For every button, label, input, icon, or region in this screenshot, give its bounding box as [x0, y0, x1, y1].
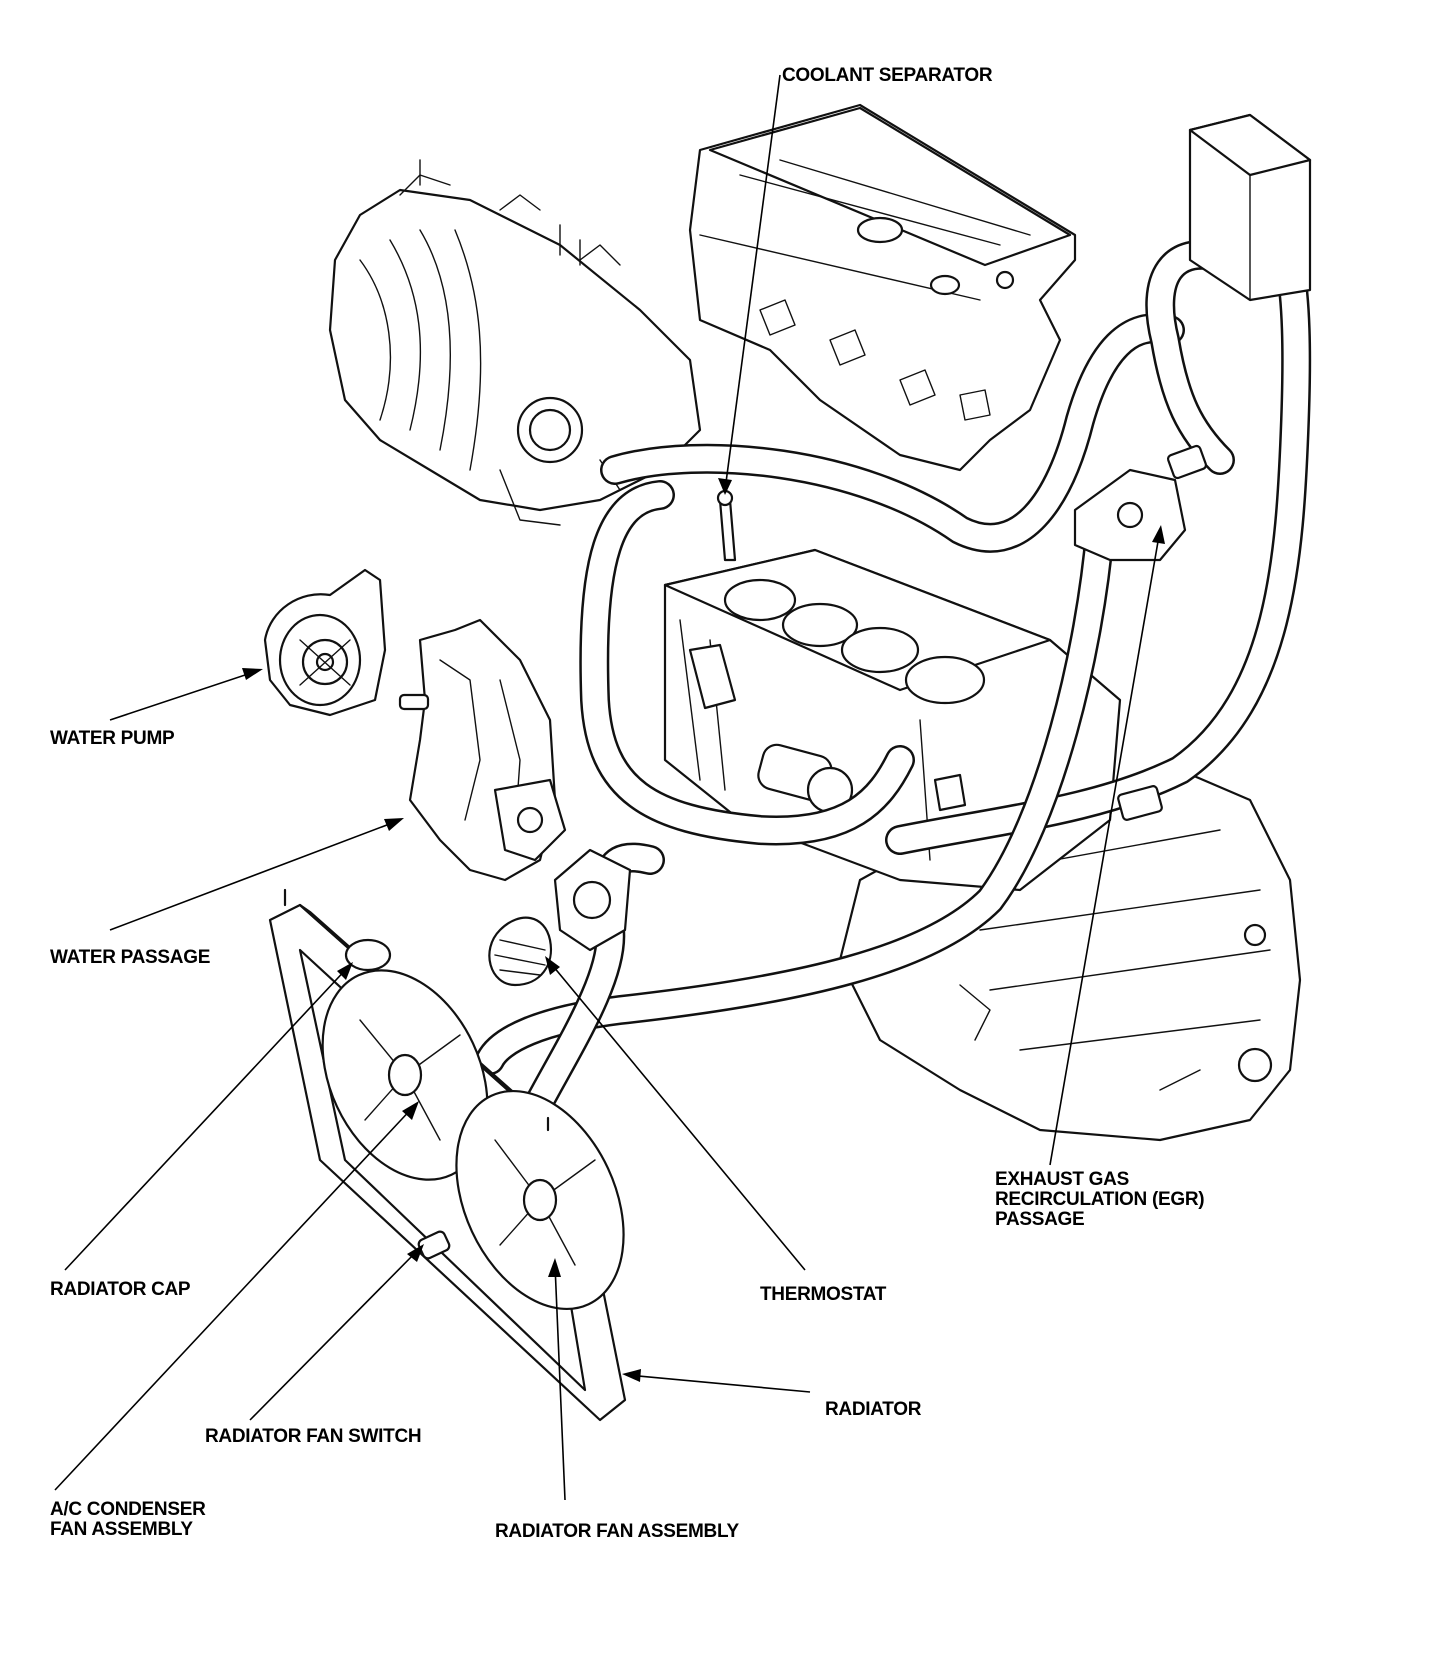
label-egr-passage-line3: PASSAGE [995, 1209, 1084, 1230]
label-water-pump: WATER PUMP [50, 728, 175, 749]
engine-block [663, 548, 1122, 892]
label-ac-condenser-line2: FAN ASSEMBLY [50, 1519, 193, 1540]
label-radiator-fan-switch: RADIATOR FAN SWITCH [205, 1426, 421, 1447]
thermostat-housing [488, 848, 632, 987]
coolant-separator [716, 489, 737, 562]
radiator-assembly [268, 888, 627, 1422]
leader-lines [54, 74, 1165, 1501]
label-radiator-fan-assembly: RADIATOR FAN ASSEMBLY [495, 1521, 740, 1542]
cylinder-head [688, 103, 1077, 472]
label-ac-condenser-line1: A/C CONDENSER [50, 1499, 206, 1520]
label-radiator: RADIATOR [825, 1399, 922, 1420]
label-egr-passage-line2: RECIRCULATION (EGR) [995, 1189, 1204, 1210]
label-water-passage: WATER PASSAGE [50, 947, 210, 968]
heater-core [1188, 113, 1312, 302]
label-radiator-cap: RADIATOR CAP [50, 1279, 191, 1300]
label-egr-passage-line1: EXHAUST GAS [995, 1169, 1129, 1190]
label-coolant-separator: COOLANT SEPARATOR [782, 65, 993, 86]
water-pump [263, 568, 387, 717]
water-passage [398, 618, 567, 882]
label-thermostat: THERMOSTAT [760, 1284, 887, 1305]
coolant-hoses [475, 175, 1312, 1135]
